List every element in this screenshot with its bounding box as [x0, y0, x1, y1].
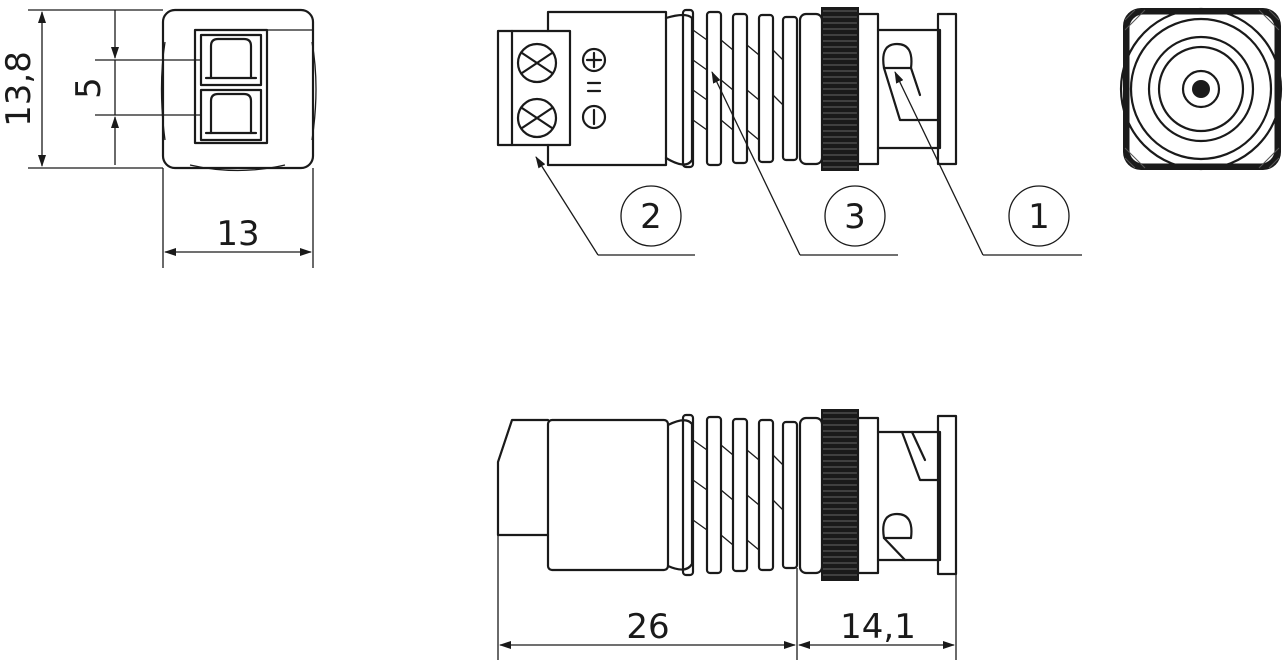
dimension-body-length-text: 26 [626, 607, 669, 647]
callout-2-text: 2 [640, 197, 662, 237]
callout-3: 3 [711, 71, 898, 256]
end-view [1119, 7, 1283, 171]
callout-1-text: 1 [1028, 197, 1050, 237]
dimension-pitch-text: 5 [69, 77, 109, 99]
callout-3-text: 3 [844, 197, 866, 237]
bnc-head-side [856, 414, 958, 576]
dimension-height-text: 13,8 [0, 51, 39, 127]
terminal-block [496, 29, 572, 147]
knurled-nut-side [821, 409, 859, 581]
callout-1: 1 [894, 71, 1082, 256]
dimension-height: 13,8 [0, 9, 163, 169]
callout-2: 2 [535, 156, 695, 256]
dimension-bnc-length-text: 14,1 [840, 607, 916, 647]
bnc-head-top [856, 12, 958, 166]
polarity-symbols: ⊕ ⊖ [581, 47, 607, 130]
dimension-bnc-length: 14,1 [798, 574, 957, 660]
dimension-pitch: 5 [69, 10, 201, 165]
dimension-body-length: 26 [497, 535, 798, 660]
front-view [160, 8, 317, 172]
terminal-top [199, 33, 263, 87]
dimension-width: 13 [162, 168, 314, 268]
strain-relief-ribs [664, 8, 799, 169]
side-view [496, 409, 958, 581]
side-ribs [666, 413, 799, 577]
terminal-bottom [199, 88, 263, 142]
top-view: ⊕ ⊖ [496, 7, 958, 171]
dimension-width-text: 13 [216, 214, 259, 254]
knurled-nut-top [821, 7, 859, 171]
